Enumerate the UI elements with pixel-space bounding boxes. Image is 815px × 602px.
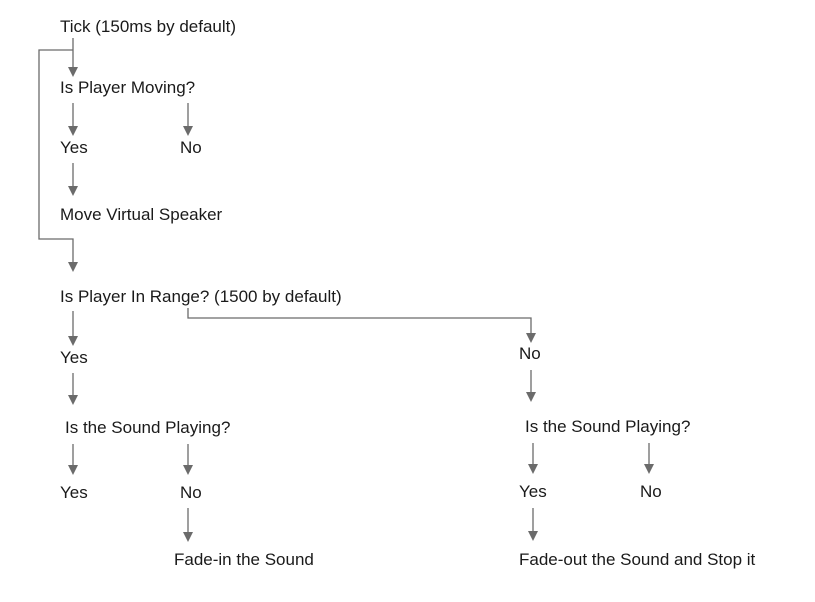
- node-left-yes: Yes: [60, 483, 88, 502]
- node-sound-playing-right: Is the Sound Playing?: [525, 417, 691, 436]
- node-left-no: No: [180, 483, 202, 502]
- arrowhead: [526, 333, 536, 343]
- node-range-yes: Yes: [60, 348, 88, 367]
- arrowhead: [68, 126, 78, 136]
- node-right-yes: Yes: [519, 482, 547, 501]
- arrowhead: [68, 186, 78, 196]
- node-right-no: No: [640, 482, 662, 501]
- arrow-range-to-no: [187, 308, 532, 333]
- arrowhead: [68, 395, 78, 405]
- node-range-no: No: [519, 344, 541, 363]
- arrowhead: [183, 126, 193, 136]
- arrowhead: [183, 532, 193, 542]
- node-is-player-moving: Is Player Moving?: [60, 78, 196, 97]
- loop-connector: [38, 49, 74, 262]
- node-move-virtual-speaker: Move Virtual Speaker: [60, 205, 223, 224]
- arrowhead: [68, 262, 78, 272]
- arrowhead: [68, 67, 78, 77]
- node-fade-out: Fade-out the Sound and Stop it: [519, 550, 756, 569]
- node-moving-yes: Yes: [60, 138, 88, 157]
- node-sound-playing-left: Is the Sound Playing?: [65, 418, 231, 437]
- arrowhead: [183, 465, 193, 475]
- arrowhead: [644, 464, 654, 474]
- node-tick: Tick (150ms by default): [60, 17, 237, 36]
- node-is-player-in-range: Is Player In Range? (1500 by default): [60, 287, 342, 306]
- arrowhead: [68, 465, 78, 475]
- node-fade-in: Fade-in the Sound: [174, 550, 314, 569]
- node-moving-no: No: [180, 138, 202, 157]
- arrowhead: [528, 464, 538, 474]
- arrowhead: [526, 392, 536, 402]
- arrowhead: [68, 336, 78, 346]
- arrowhead: [528, 531, 538, 541]
